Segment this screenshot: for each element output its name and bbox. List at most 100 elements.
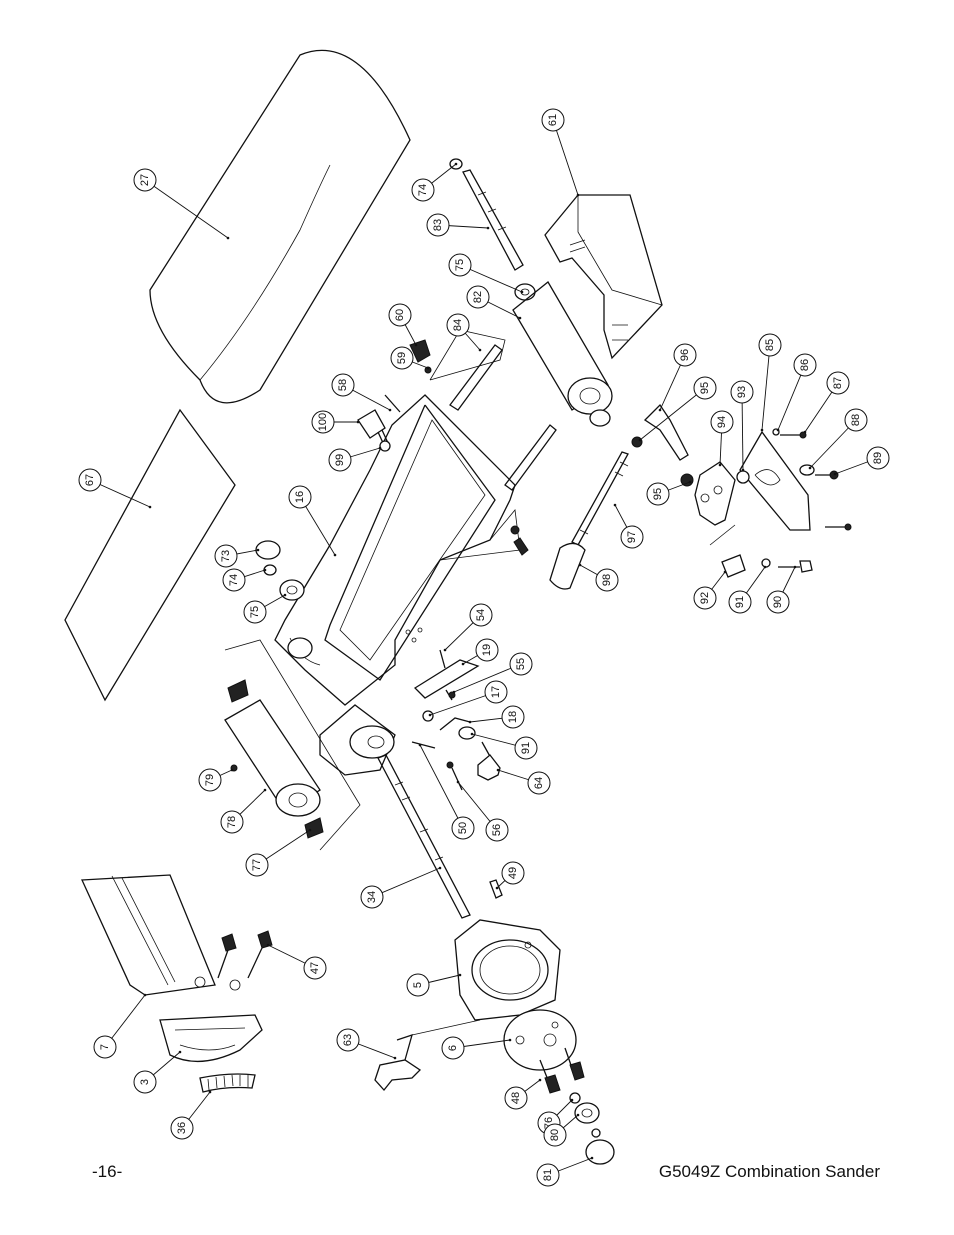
part-48-bolts <box>539 1047 585 1094</box>
callout-dot-c95a <box>638 438 642 442</box>
callout-dot-c74b <box>263 568 267 572</box>
callout-circle-c85 <box>758 333 782 357</box>
callout-label-c18: 18 <box>507 711 519 723</box>
callout-circle-c16 <box>288 485 312 509</box>
callout-label-c49: 49 <box>507 867 519 879</box>
callout-circle-c83 <box>426 213 450 237</box>
callout-dot-c34 <box>438 866 442 870</box>
callout-dot-c100 <box>356 420 360 424</box>
callout-circle-c34 <box>360 885 384 909</box>
callout-dot-c54 <box>443 648 447 652</box>
part-93-spacer <box>736 470 750 484</box>
part-5-trunnion <box>454 919 561 1021</box>
callout-dot-c75a <box>520 290 524 294</box>
callout-label-c95a: 95 <box>699 382 711 394</box>
callout-circle-c75a <box>448 253 472 277</box>
callout-circle-c77 <box>245 853 269 877</box>
part-56-screw <box>446 761 463 791</box>
callout-label-c50: 50 <box>457 822 469 834</box>
callout-dot-c63 <box>393 1056 397 1060</box>
callout-label-c93: 93 <box>736 386 748 398</box>
part-98-handle <box>549 542 586 590</box>
part-74-retaining-ring <box>449 158 463 170</box>
callout-circle-c87 <box>826 371 850 395</box>
callout-leader-c95a <box>639 387 706 441</box>
callout-label-c6: 6 <box>447 1045 459 1051</box>
callout-dot-c88 <box>808 466 812 470</box>
callout-label-c82: 82 <box>472 291 484 303</box>
callout-circle-c91a <box>728 590 752 614</box>
callout-label-c36: 36 <box>176 1122 188 1134</box>
callout-circle-c100 <box>311 410 335 434</box>
callout-label-c19: 19 <box>481 644 493 656</box>
callout-circle-c89 <box>866 446 890 470</box>
part-49-key <box>489 879 503 899</box>
callout-circle-c67 <box>78 468 102 492</box>
callout-dot-c85 <box>760 428 764 432</box>
part-91-washer-upper <box>761 558 771 568</box>
part-89-screw <box>815 470 839 480</box>
part-18-pointer <box>439 717 471 731</box>
callout-circle-c7 <box>93 1035 117 1059</box>
callout-circle-c96 <box>673 343 697 367</box>
callout-circle-c82 <box>466 285 490 309</box>
callout-dot-c80 <box>576 1113 580 1117</box>
callout-dot-c67 <box>148 505 152 509</box>
callout-dot-c47 <box>266 943 270 947</box>
callout-circle-c63 <box>336 1028 360 1052</box>
callout-label-c86: 86 <box>799 359 811 371</box>
callout-leader-c85 <box>761 344 771 431</box>
callout-dot-c89 <box>833 472 837 476</box>
part-99-bolt <box>377 429 391 452</box>
part-6-end-cap <box>503 1009 577 1071</box>
part-36-angle-scale <box>199 1073 256 1093</box>
callout-leader-c61 <box>552 119 579 196</box>
callout-circle-c50 <box>451 816 475 840</box>
callout-circle-c93 <box>730 380 754 404</box>
frame-lower-end <box>319 704 396 776</box>
part-67-sanding-sheet <box>64 408 236 702</box>
callout-label-c48: 48 <box>510 1092 522 1104</box>
callout-dot-c7 <box>143 993 147 997</box>
callout-label-c56: 56 <box>491 824 503 836</box>
part-50-pin <box>411 741 436 749</box>
callout-label-c74a: 74 <box>417 184 429 196</box>
callout-dot-c94 <box>718 463 722 467</box>
callout-circle-c54 <box>469 603 493 627</box>
callout-label-c63: 63 <box>342 1034 354 1046</box>
callout-circle-c97 <box>620 525 644 549</box>
callout-dot-c90 <box>793 565 797 569</box>
callout-circle-c91b <box>514 736 538 760</box>
callout-label-c60: 60 <box>394 309 406 321</box>
callout-label-c92: 92 <box>699 592 711 604</box>
callout-dot-c96 <box>658 408 662 412</box>
callout-leader-c17 <box>429 691 497 716</box>
callout-circle-c98 <box>595 568 619 592</box>
part-86-washer <box>772 428 780 436</box>
callout-circle-c19 <box>475 638 499 662</box>
callout-circle-c94 <box>710 410 734 434</box>
callout-circle-c95b <box>646 482 670 506</box>
callout-leader-c50 <box>419 744 464 829</box>
callout-label-c7: 7 <box>99 1044 111 1050</box>
part-19-scale-plate <box>413 659 480 699</box>
part-55-screw <box>445 689 456 701</box>
part-90-bolt <box>778 560 813 573</box>
callout-dot-c75b <box>283 593 287 597</box>
callout-label-c77: 77 <box>251 859 263 871</box>
callout-label-c17: 17 <box>490 686 502 698</box>
callout-label-c94: 94 <box>716 416 728 428</box>
part-92-bushing <box>721 554 746 578</box>
callout-circle-c58 <box>331 373 355 397</box>
callout-label-c64: 64 <box>533 777 545 789</box>
callout-leader-c55 <box>453 663 522 693</box>
callout-label-c83: 83 <box>432 219 444 231</box>
callout-leader-c93 <box>741 391 744 471</box>
part-3-table-trunnion <box>159 1014 263 1063</box>
callout-dot-c74a <box>454 162 458 166</box>
callout-label-c95b: 95 <box>652 488 664 500</box>
callout-circle-c60 <box>388 303 412 327</box>
callout-dot-c19 <box>461 662 465 666</box>
callout-dot-c36 <box>208 1090 212 1094</box>
callout-circle-c75b <box>243 600 267 624</box>
